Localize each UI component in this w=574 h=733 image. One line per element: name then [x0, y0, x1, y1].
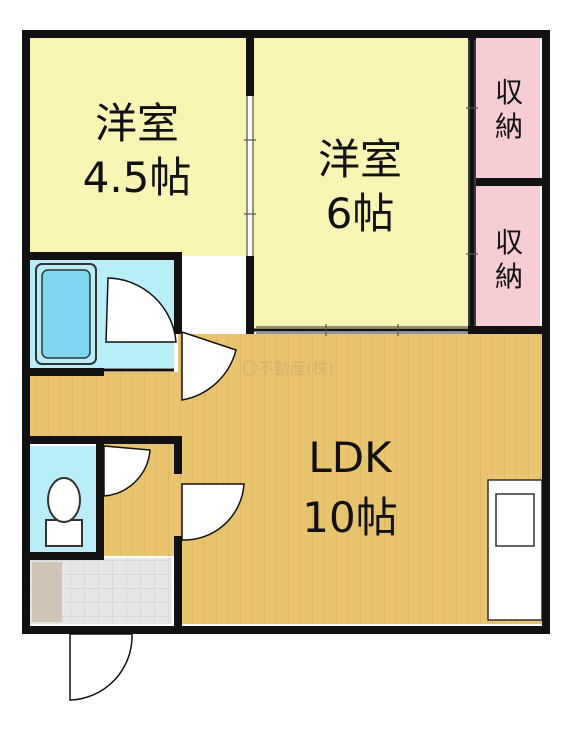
room-western-large-size: 6帖	[326, 189, 395, 238]
shoe-box	[32, 562, 62, 622]
watermark-text: 〇不動産(株)	[242, 359, 335, 378]
closet-top-label-1: 収	[495, 76, 523, 109]
sliding-doors	[244, 40, 478, 336]
closet-top-label-2: 納	[495, 110, 523, 143]
room-western-small-size: 4.5帖	[83, 153, 192, 202]
room-western-small-name: 洋室	[95, 99, 179, 148]
closet-bottom-label-1: 収	[495, 226, 523, 259]
hallway-floor	[30, 372, 180, 438]
toilet-icon	[45, 477, 83, 547]
ldk-size: 10帖	[302, 493, 397, 542]
room-western-large-name: 洋室	[318, 135, 402, 184]
closet-bottom-floor	[476, 186, 540, 326]
ldk-name: LDK	[308, 433, 393, 482]
ldk-floor	[178, 334, 542, 624]
closet-top-floor	[476, 38, 540, 178]
kitchen-sink	[495, 493, 535, 547]
room-western-small-floor	[30, 38, 248, 256]
doors	[69, 277, 245, 701]
closet-bottom-label-2: 納	[495, 260, 523, 293]
bathtub-inner	[41, 269, 91, 359]
walls	[22, 30, 550, 634]
room-western-large-floor	[252, 38, 470, 330]
